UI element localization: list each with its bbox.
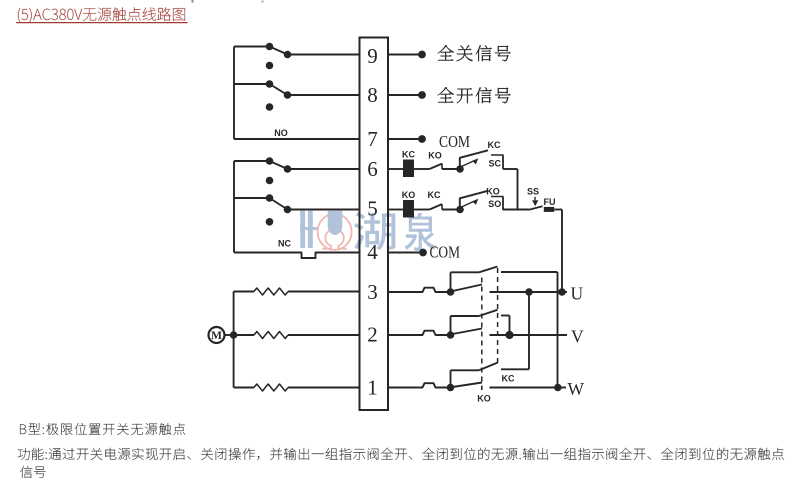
svg-text:COM: COM: [439, 132, 470, 151]
svg-text:KC: KC: [402, 150, 415, 160]
svg-text:KO: KO: [402, 190, 416, 200]
svg-text:KO: KO: [486, 187, 500, 197]
svg-text:COM: COM: [430, 243, 461, 262]
svg-text:3: 3: [367, 280, 378, 304]
svg-text:NO: NO: [274, 128, 288, 138]
svg-text:SO: SO: [488, 199, 501, 209]
svg-text:4: 4: [367, 240, 378, 264]
svg-text:KC: KC: [428, 190, 441, 200]
svg-text:7: 7: [367, 127, 378, 151]
svg-text:V: V: [571, 326, 584, 346]
svg-text:KC: KC: [502, 374, 515, 384]
svg-text:9: 9: [367, 44, 378, 68]
svg-text:KC: KC: [488, 140, 501, 150]
svg-text:M: M: [211, 330, 222, 342]
svg-text:KO: KO: [428, 151, 442, 161]
svg-text:6: 6: [367, 157, 378, 181]
svg-text:SS: SS: [527, 186, 539, 196]
svg-text:NC: NC: [278, 239, 291, 249]
svg-text:8: 8: [367, 83, 378, 107]
svg-text:W: W: [568, 379, 585, 399]
svg-text:KO: KO: [477, 394, 491, 404]
svg-text:1: 1: [367, 376, 378, 400]
svg-text:FU: FU: [544, 197, 556, 207]
svg-text:5: 5: [367, 197, 378, 221]
svg-text:U: U: [571, 283, 584, 303]
svg-text:2: 2: [367, 323, 378, 347]
svg-text:SC: SC: [489, 158, 502, 168]
